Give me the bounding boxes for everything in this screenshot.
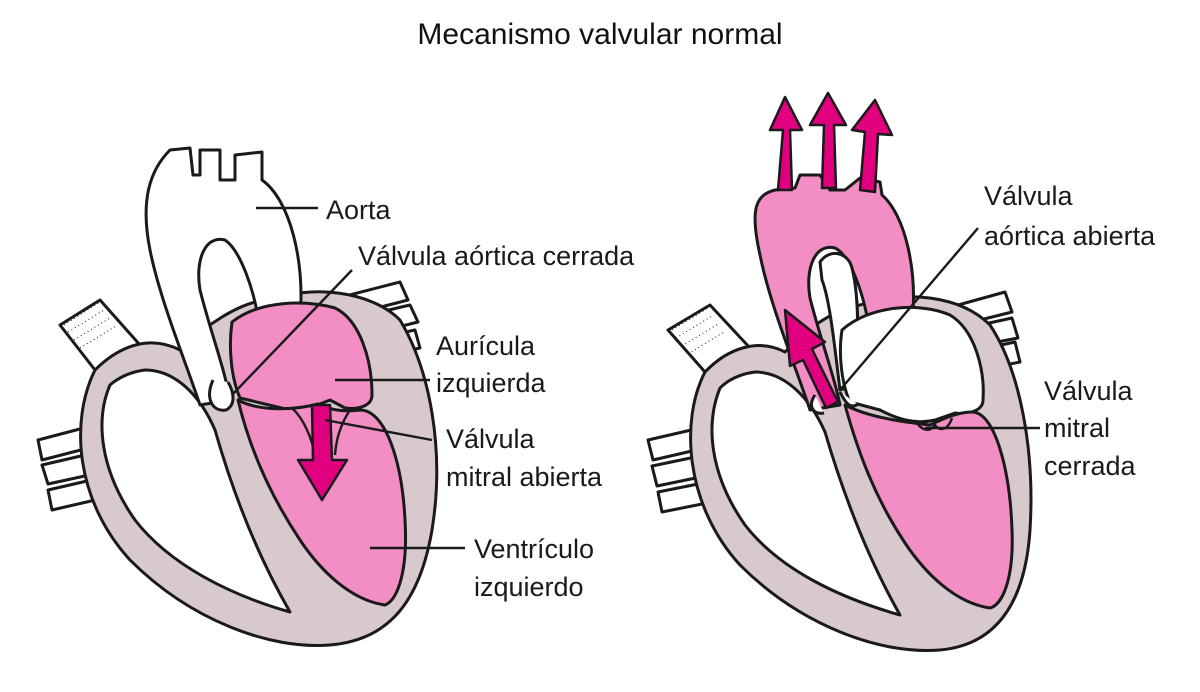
right-aortic-flow-arrow-1 (768, 95, 804, 192)
label-ventricle-line1: Ventrículo (474, 534, 594, 564)
label-aortic-valve-closed: Válvula aórtica cerrada (358, 241, 635, 271)
left-aortic-valve-closed (208, 379, 235, 412)
right-right-atrium (710, 370, 902, 617)
label-mitral-closed-line3: cerrada (1044, 451, 1137, 481)
leader-mitral-open (324, 418, 433, 442)
label-mitral-closed-line1: Válvula (1044, 376, 1134, 406)
right-heart (646, 91, 1040, 653)
label-aortic-open-line2: aórtica abierta (984, 221, 1156, 251)
right-mitral-cusps-closed (913, 417, 954, 431)
right-left-ventricle (843, 403, 1014, 610)
left-mitral-flow-arrow (296, 403, 349, 502)
left-aorta (144, 146, 303, 407)
label-mitral-open-line1: Válvula (446, 424, 536, 454)
label-mitral-open-line2: mitral abierta (446, 462, 603, 492)
left-right-atrium (100, 368, 292, 614)
leader-aortic-open (839, 227, 979, 391)
leader-aortic-closed (231, 269, 353, 396)
label-aortic-open-line1: Válvula (984, 181, 1074, 211)
label-left-atrium-line1: Aurícula (436, 331, 536, 361)
right-aortic-flow-arrow-2 (808, 91, 848, 190)
right-ventricle-flow-arrow (783, 308, 840, 410)
right-aortic-valve-open (810, 391, 859, 415)
left-left-atrium (228, 301, 374, 412)
right-aortic-flow-arrow-3 (850, 98, 894, 194)
label-mitral-closed-line2: mitral (1044, 413, 1110, 443)
left-heart (36, 146, 465, 648)
labels: Aorta Válvula aórtica cerrada Aurícula i… (326, 181, 1156, 602)
diagram-title: Mecanismo valvular normal (417, 18, 783, 51)
label-ventricle-line2: izquierdo (474, 572, 584, 602)
label-aorta: Aorta (326, 195, 392, 225)
label-left-atrium-line2: izquierda (436, 368, 547, 398)
